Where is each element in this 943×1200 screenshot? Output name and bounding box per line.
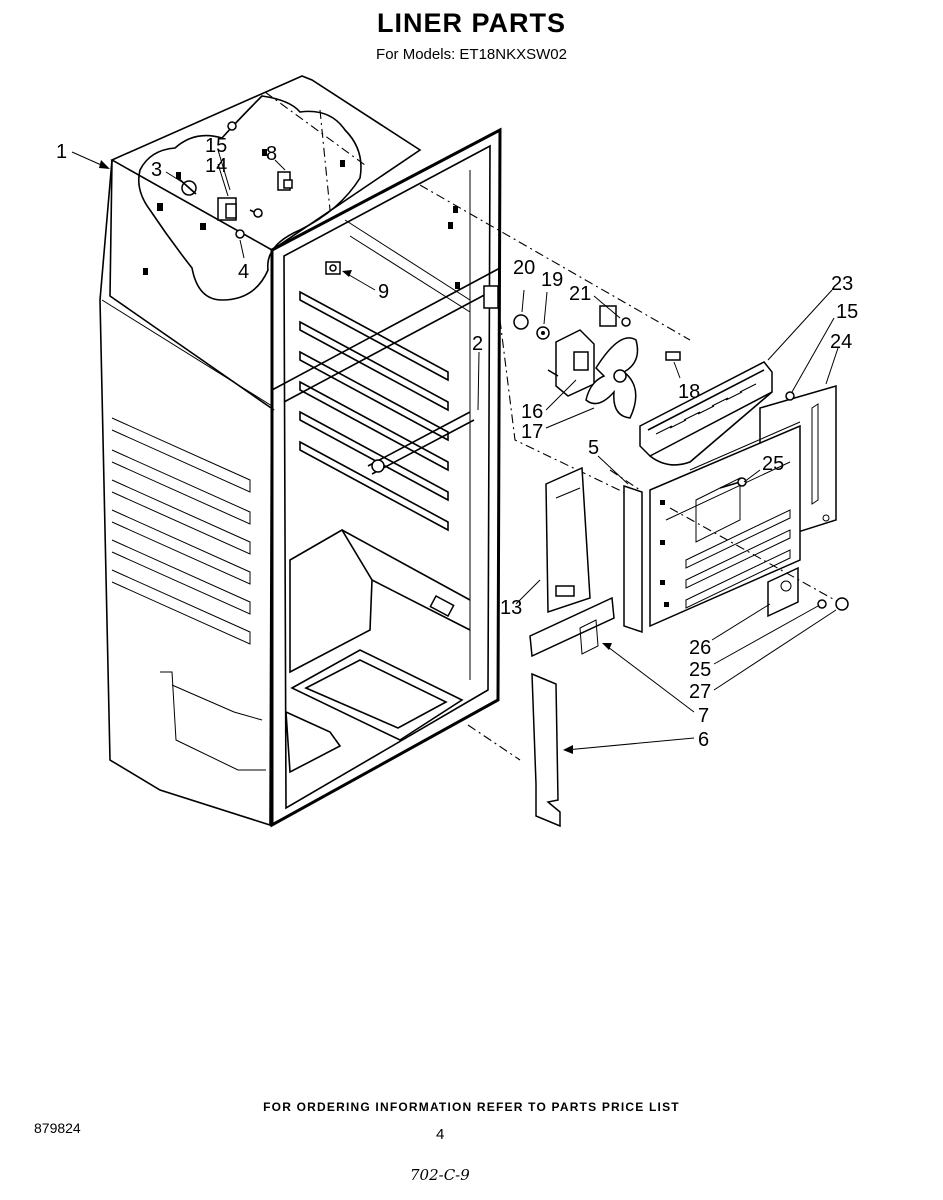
ordering-note: FOR ORDERING INFORMATION REFER TO PARTS … [263,1100,680,1114]
part-7-strip [529,596,615,658]
callout-23: 23 [831,273,853,295]
interior-shelves [299,170,475,680]
lower-compartment [285,528,471,774]
page-title: LINER PARTS [376,8,566,38]
callout-15: 15 [205,135,227,157]
callout-17: 17 [521,421,543,443]
air-grille [639,361,773,466]
handwritten-code: 702-C-9 [410,1166,470,1184]
callout-18: 18 [678,381,700,403]
cutaway-outline [137,95,362,301]
callout-26: 26 [689,637,711,659]
assembly-dashline-right [609,469,641,491]
side-grooves [111,417,251,645]
callout-5: 5 [588,437,599,459]
callout-19: 19 [541,269,563,291]
model-subtitle: For Models: ET18NKXSW02 [376,46,567,63]
evaporator-cover [623,385,849,634]
callout-21: 21 [569,283,591,305]
cabinet-liner [99,75,460,827]
callout-8: 8 [266,143,277,165]
callout-27: 27 [689,681,711,703]
assembly-dashline-top [419,184,691,341]
upper-small-parts [177,121,341,275]
callout-3: 3 [151,159,162,181]
part-6-panel [531,672,561,828]
callout-20: 20 [513,257,535,279]
callout-9: 9 [378,281,389,303]
callout-16: 16 [521,401,543,423]
callout-14: 14 [205,155,227,177]
callout-2: 2 [472,333,483,355]
callout-labels: 1 3 15 14 8 4 9 20 19 21 23 15 24 2 18 1… [56,135,858,751]
callout-13: 13 [500,597,522,619]
callout-25: 25 [762,453,784,475]
part-13-panel [545,466,591,614]
leader-lines [71,149,839,754]
lower-panels [529,466,615,828]
page-number: 4 [436,1126,445,1143]
callout-25: 25 [689,659,711,681]
assembly-dashline-bottom [467,724,521,761]
callout-24: 24 [830,331,852,353]
callout-15: 15 [836,301,858,323]
callout-6: 6 [698,729,709,751]
assembly-dashline-mid [499,319,641,501]
callout-4: 4 [238,261,249,283]
callout-1: 1 [56,141,67,163]
front-flange [270,127,502,828]
callout-7: 7 [698,705,709,727]
document-number: 879824 [34,1120,81,1136]
